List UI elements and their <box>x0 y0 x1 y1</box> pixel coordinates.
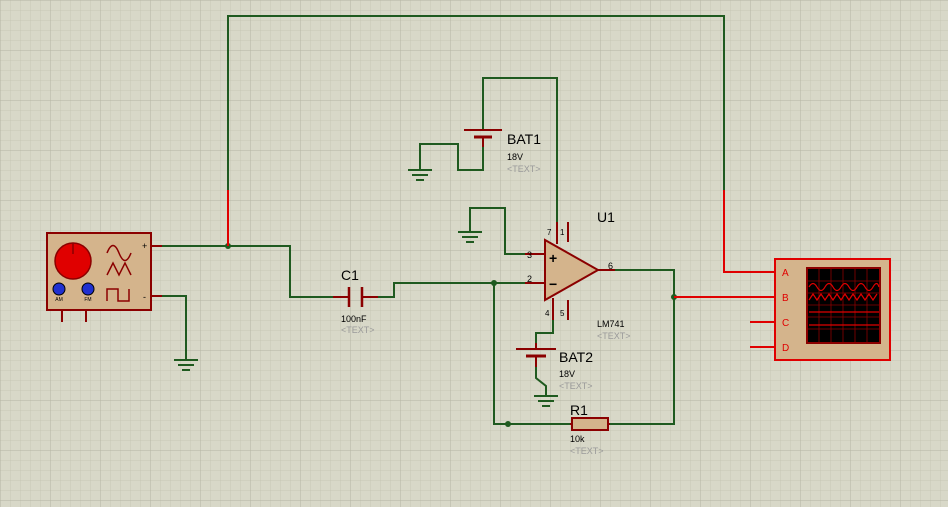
scope-channel-a: A <box>782 268 789 279</box>
capacitor-c1[interactable]: C1 100nF <TEXT> <box>333 267 378 335</box>
bat1-name: BAT1 <box>507 131 541 147</box>
wire-c1-to-inverting[interactable] <box>378 282 525 298</box>
sine-wave-icon <box>106 244 132 262</box>
signal-generator[interactable]: AM FM + - <box>46 232 162 322</box>
r1-name: R1 <box>570 402 588 418</box>
scope-channel-b: B <box>782 293 789 304</box>
oscilloscope[interactable]: A B C D <box>774 258 891 361</box>
wire-feedback-left[interactable] <box>493 283 570 425</box>
wires[interactable] <box>162 15 725 425</box>
bat2-text-placeholder: <TEXT> <box>559 381 593 391</box>
u1-minus-sign: − <box>549 276 557 292</box>
pin-segments <box>227 190 775 348</box>
scope-channel-c: C <box>782 318 789 329</box>
c1-value: 100nF <box>341 314 367 324</box>
wire-top-loop[interactable] <box>227 15 725 190</box>
battery-bat1[interactable]: BAT1 18V <TEXT> <box>464 129 541 174</box>
generator-plus-terminal: + <box>142 241 147 251</box>
wire-bat2-top[interactable] <box>535 320 554 343</box>
r1-value: 10k <box>570 434 585 444</box>
fm-button[interactable] <box>81 282 95 296</box>
junctions <box>225 243 677 427</box>
wire-feedback-right[interactable] <box>610 269 675 425</box>
u1-pin-4: 4 <box>545 309 550 318</box>
ground-icon <box>458 231 482 243</box>
resistor-r1[interactable]: R1 10k <TEXT> <box>570 402 610 456</box>
wire-bat1-bottom[interactable] <box>419 143 484 171</box>
u1-pin-1: 1 <box>560 228 565 237</box>
u1-value: LM741 <box>597 319 625 329</box>
generator-minus-terminal: - <box>143 292 146 302</box>
am-button-label: AM <box>55 297 63 303</box>
scope-channel-d: D <box>782 343 789 354</box>
u1-pin-2: 2 <box>527 274 532 284</box>
c1-name: C1 <box>341 267 359 283</box>
u1-pin-6: 6 <box>608 261 613 271</box>
bat1-value: 18V <box>507 152 523 162</box>
bat2-name: BAT2 <box>559 349 593 365</box>
oscilloscope-screen <box>806 267 881 344</box>
ground-icon <box>534 395 558 407</box>
u1-pin-5: 5 <box>560 309 565 318</box>
u1-name: U1 <box>597 209 615 225</box>
scope-traces <box>808 282 880 326</box>
fm-button-label: FM <box>84 297 91 303</box>
c1-text-placeholder: <TEXT> <box>341 325 375 335</box>
square-wave-icon <box>106 288 130 302</box>
wire-generator-minus[interactable] <box>162 295 187 360</box>
junction-dot <box>491 280 497 286</box>
u1-pin-7: 7 <box>547 228 552 237</box>
r1-text-placeholder: <TEXT> <box>570 446 604 456</box>
battery-bat2[interactable]: BAT2 18V <TEXT> <box>516 343 593 391</box>
bat2-value: 18V <box>559 369 575 379</box>
ground-icon <box>408 169 432 181</box>
opamp-u1[interactable]: + − 7 1 3 2 6 4 5 U1 LM741 <TEXT> <box>525 209 631 341</box>
u1-plus-sign: + <box>549 250 557 266</box>
wire-bat1-top[interactable] <box>482 77 558 222</box>
waveform-icons <box>106 244 132 302</box>
wire-bat2-bottom[interactable] <box>535 367 547 396</box>
bat1-text-placeholder: <TEXT> <box>507 164 541 174</box>
triangle-wave-icon <box>106 261 132 277</box>
junction-dot <box>505 421 511 427</box>
wire-noninv-ground[interactable] <box>469 207 525 255</box>
u1-pin-3: 3 <box>527 250 532 260</box>
am-button[interactable] <box>52 282 66 296</box>
u1-text-placeholder: <TEXT> <box>597 331 631 341</box>
ground-icon <box>174 359 198 371</box>
ground-symbols <box>174 169 558 407</box>
